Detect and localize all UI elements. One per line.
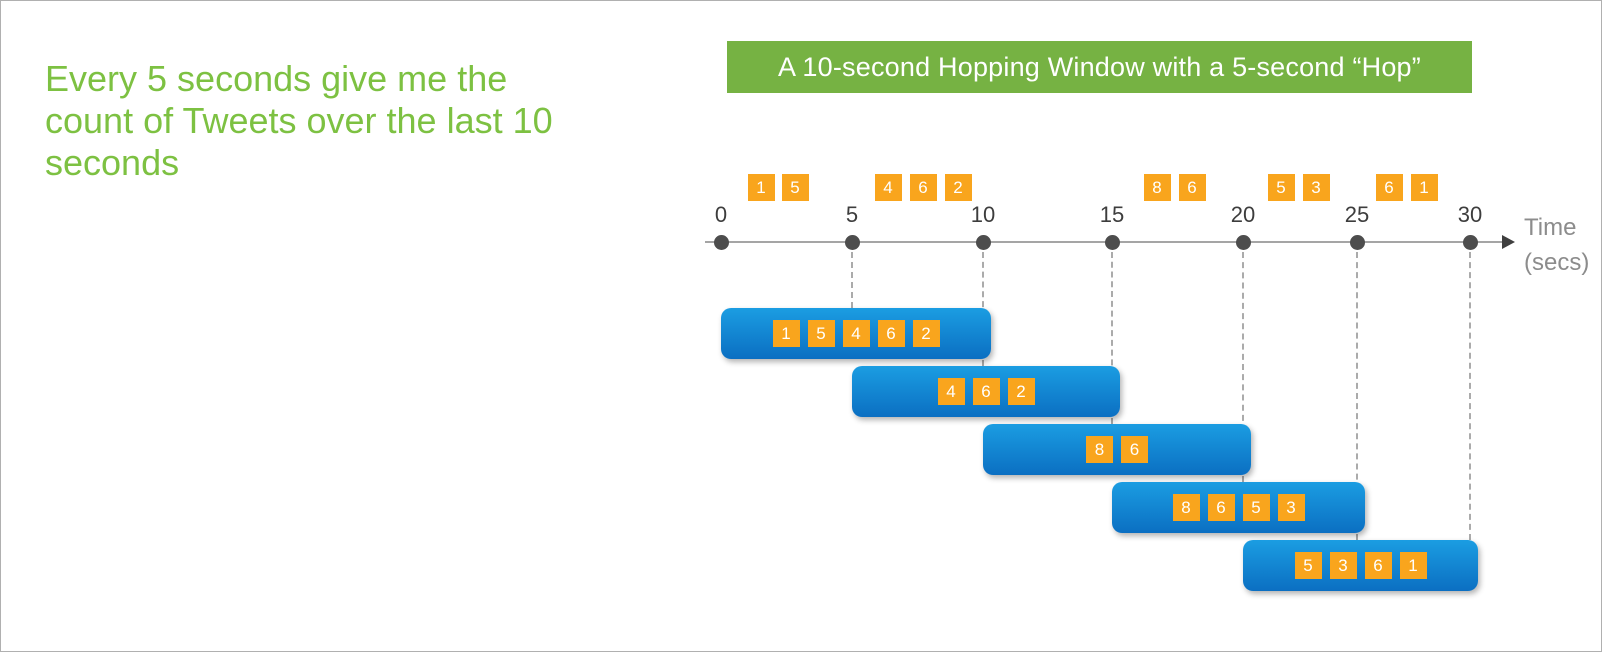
- stream-event-chip: 1: [747, 174, 775, 201]
- headline-line-1: Every 5 seconds give me the: [45, 58, 508, 99]
- window-event-chip: 3: [1329, 552, 1357, 579]
- window-event-chip: 5: [1242, 494, 1270, 521]
- time-axis-unit-line2: (secs): [1524, 249, 1590, 276]
- window-event-chip: 2: [1007, 378, 1035, 405]
- stream-event-chip: 8: [1143, 174, 1171, 201]
- tick-label-10: 10: [970, 202, 996, 227]
- banner-title: A 10-second Hopping Window with a 5-seco…: [727, 41, 1472, 93]
- stream-event-chip: 2: [944, 174, 972, 201]
- headline-line-3: seconds: [45, 142, 180, 183]
- stream-event-chip: 6: [1375, 174, 1403, 201]
- tick-label-0: 0: [714, 202, 728, 227]
- window-event-chip: 6: [1207, 494, 1235, 521]
- window-event-chip: 1: [1399, 552, 1427, 579]
- dashed-guide-20s: [1242, 252, 1244, 482]
- time-axis-dot-25s: [1349, 234, 1365, 250]
- time-axis-arrow-icon: [1502, 235, 1515, 249]
- dashed-guide-5s: [851, 252, 853, 308]
- time-axis-unit-line1: Time: [1524, 214, 1577, 241]
- window-event-chip: 8: [1086, 436, 1113, 463]
- time-axis-dot-5s: [844, 234, 860, 250]
- window-event-chip: 5: [1294, 552, 1322, 579]
- window-event-chip: 8: [1172, 494, 1200, 521]
- headline-line-2: count of Tweets over the last 10: [45, 100, 553, 141]
- tick-label-30: 30: [1457, 202, 1483, 227]
- time-axis-dot-10s: [975, 234, 991, 250]
- stream-event-chip: 3: [1302, 174, 1330, 201]
- tick-label-20: 20: [1230, 202, 1256, 227]
- dashed-guide-15s: [1111, 252, 1113, 424]
- window-event-chip: 6: [1121, 436, 1148, 463]
- stream-event-chip: 6: [909, 174, 937, 201]
- headline-text: Every 5 seconds give me the count of Twe…: [45, 58, 685, 184]
- dashed-guide-25s: [1356, 252, 1358, 540]
- tick-label-25: 25: [1344, 202, 1370, 227]
- stream-event-chip: 4: [874, 174, 902, 201]
- dashed-guide-30s: [1469, 252, 1471, 540]
- window-event-chip: 6: [1364, 552, 1392, 579]
- window-event-chip: 4: [937, 378, 965, 405]
- stream-event-chip: 1: [1410, 174, 1438, 201]
- window-event-chip: 1: [772, 320, 800, 347]
- stream-event-chip: 6: [1178, 174, 1206, 201]
- window-event-chip: 3: [1277, 494, 1305, 521]
- tick-label-5: 5: [845, 202, 859, 227]
- stream-event-chip: 5: [781, 174, 809, 201]
- window-event-chip: 2: [912, 320, 940, 347]
- stream-event-chip: 5: [1267, 174, 1295, 201]
- time-axis-dot-0s: [713, 234, 729, 250]
- time-axis-dot-30s: [1462, 234, 1478, 250]
- tick-label-15: 15: [1099, 202, 1125, 227]
- window-event-chip: 4: [842, 320, 870, 347]
- time-axis-unit-label: Time (secs): [1524, 210, 1589, 280]
- window-event-chip: 6: [972, 378, 1000, 405]
- window-event-chip: 6: [877, 320, 905, 347]
- time-axis-dot-20s: [1235, 234, 1251, 250]
- window-event-chip: 5: [807, 320, 835, 347]
- time-axis-dot-15s: [1104, 234, 1120, 250]
